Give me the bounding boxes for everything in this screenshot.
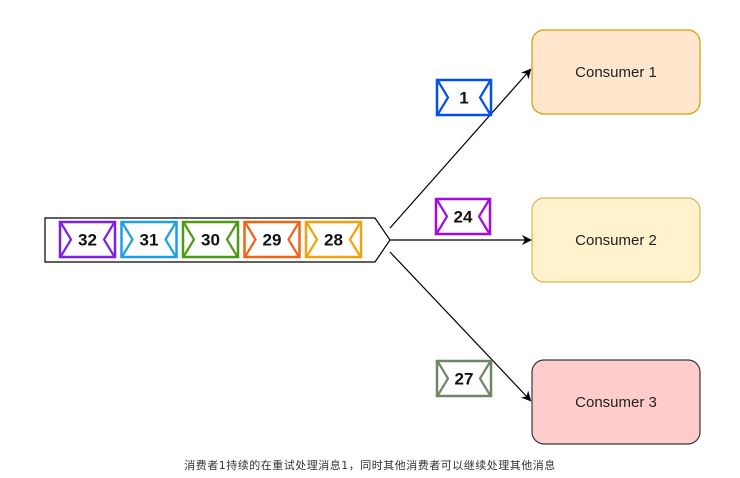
envelope-flap xyxy=(348,222,361,257)
message-number: 29 xyxy=(263,231,282,250)
consumer-label: Consumer 1 xyxy=(575,64,657,81)
message-number: 28 xyxy=(324,231,343,250)
message-number: 30 xyxy=(201,231,220,250)
envelope-flap xyxy=(164,222,177,257)
envelope-flap xyxy=(102,222,115,257)
envelope-flap xyxy=(477,199,490,234)
consumer-box xyxy=(531,359,701,445)
envelope-flap xyxy=(183,222,196,257)
consumer-3: Consumer 3 xyxy=(531,359,701,445)
queue-message-30: 30 xyxy=(181,220,240,259)
envelope-flap xyxy=(478,80,491,115)
envelope-flap xyxy=(437,361,450,396)
consumer-box xyxy=(531,197,701,283)
in-flight-message-27: 27 xyxy=(435,359,493,398)
message-number: 24 xyxy=(454,208,473,227)
in-flight-message-1: 1 xyxy=(435,78,493,117)
envelope-flap xyxy=(287,222,300,257)
queue-message-32: 32 xyxy=(58,220,117,259)
envelope-icon xyxy=(181,220,240,259)
in-flight-message-24: 24 xyxy=(434,197,492,236)
queue-message-28: 28 xyxy=(304,220,363,259)
diagram-caption: 消费者1持续的在重试处理消息1，同时其他消费者可以继续处理其他消息 xyxy=(184,459,556,472)
consumer-box xyxy=(531,29,701,115)
queue-message-29: 29 xyxy=(243,220,301,259)
envelope-flap xyxy=(60,222,73,257)
envelope-flap xyxy=(437,80,450,115)
consumer-2: Consumer 2 xyxy=(531,197,701,283)
consumer-label: Consumer 2 xyxy=(575,232,657,249)
queue-message-31: 31 xyxy=(120,220,178,259)
arrows xyxy=(389,68,532,402)
envelope-flap xyxy=(244,222,257,257)
envelope-flap xyxy=(478,361,491,396)
message-number: 27 xyxy=(455,370,474,389)
arrow-to-consumer-3 xyxy=(389,251,532,402)
envelope-flap xyxy=(121,222,134,257)
arrow-to-consumer-1 xyxy=(389,68,532,229)
message-number: 32 xyxy=(78,231,97,250)
envelope-icon xyxy=(243,220,301,259)
envelope-icon xyxy=(435,78,493,117)
envelope-icon xyxy=(58,220,117,259)
message-number: 31 xyxy=(140,231,159,250)
consumer-label: Consumer 3 xyxy=(575,394,657,411)
envelope-icon xyxy=(435,359,493,398)
message-number: 1 xyxy=(459,89,468,108)
envelope-flap xyxy=(306,222,319,257)
envelope-icon xyxy=(434,197,492,236)
envelope-icon xyxy=(304,220,363,259)
consumer-1: Consumer 1 xyxy=(531,29,701,115)
envelope-flap xyxy=(225,222,238,257)
envelope-icon xyxy=(120,220,178,259)
envelope-flap xyxy=(436,199,449,234)
